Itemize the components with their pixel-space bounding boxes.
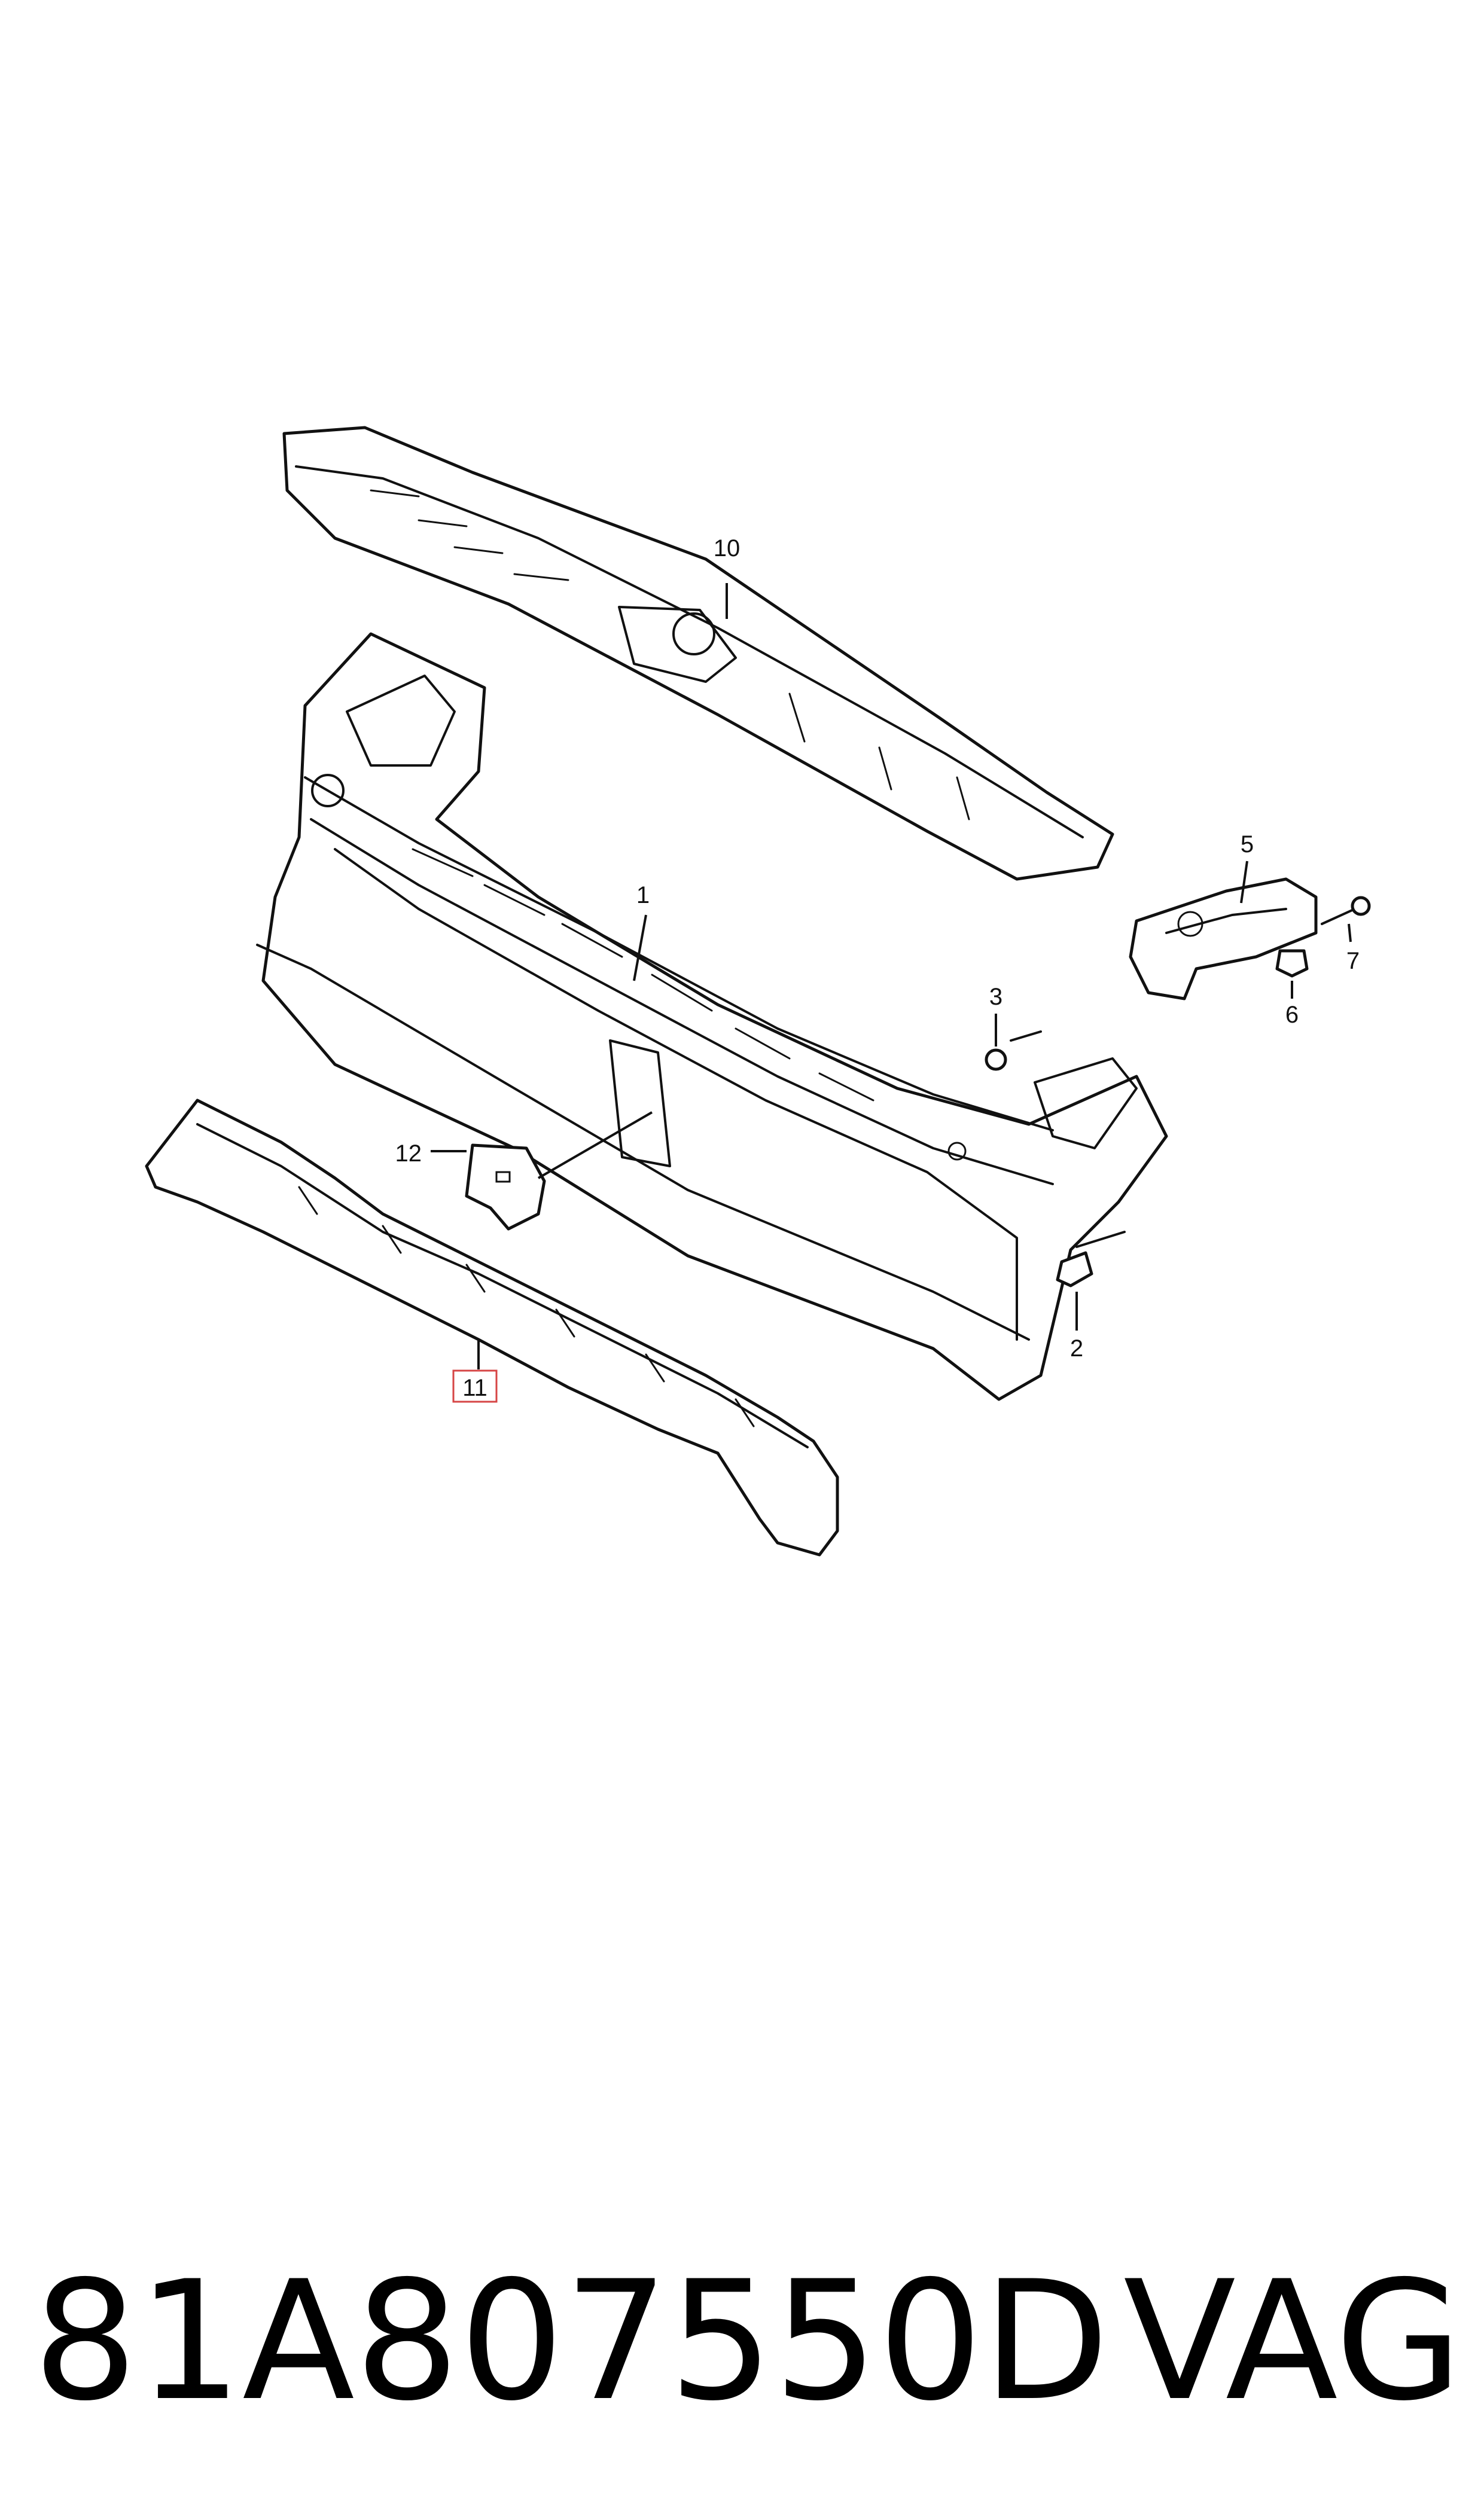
callout-1: 1 [636,882,650,908]
part-2-bolt [1056,1231,1126,1288]
part-1-lock-carrier [256,632,1168,1401]
part-7-screw [1321,896,1371,925]
part-3-screw [985,1030,1042,1071]
part-5-bracket [1129,877,1318,1000]
footer-part-number: 81A807550D [33,2246,1110,2437]
callout-6: 6 [1285,1002,1299,1028]
part-12-clip [465,1143,546,1231]
callout-5: 5 [1241,831,1254,858]
callout-11: 11 [462,1375,487,1401]
callout-3: 3 [989,984,1002,1010]
footer-brand: VAG [1123,2246,1462,2437]
callout-7: 7 [1346,948,1360,974]
leader-lines [431,583,1352,1369]
callout-10: 10 [714,535,741,562]
part-6-nut [1275,949,1309,978]
highlight-box-11 [452,1369,498,1403]
callout-labels: 1 2 3 5 6 7 10 11 12 [395,535,1360,1403]
part-11-energy-absorber [145,1099,839,1557]
part-10-upper-cross-member [282,426,1114,881]
callout-2: 2 [1070,1335,1083,1362]
callout-12: 12 [395,1140,422,1167]
